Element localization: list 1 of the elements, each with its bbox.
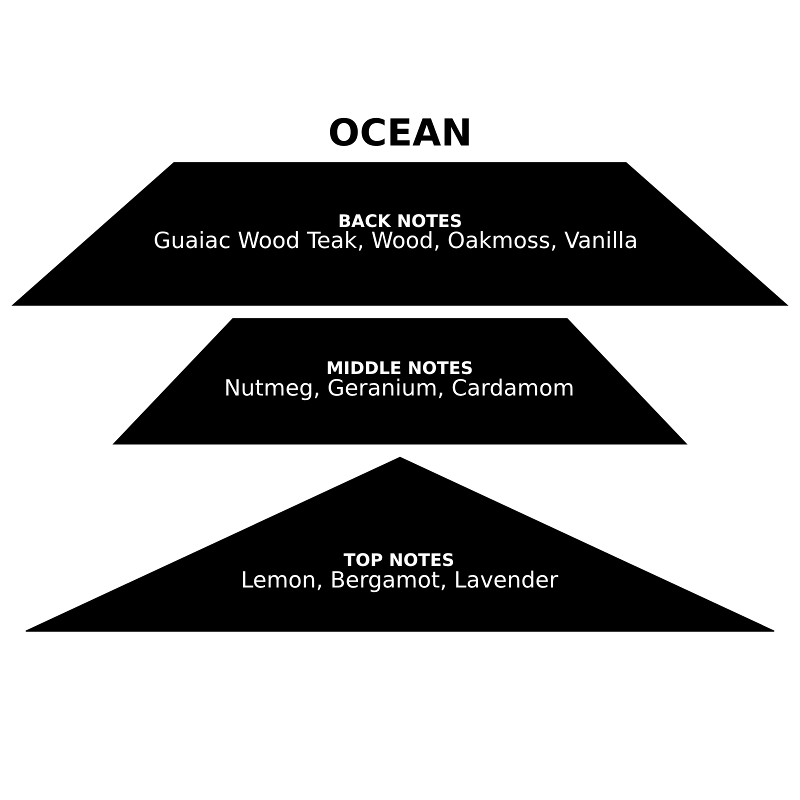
diagram-title: OCEAN [328,110,472,154]
